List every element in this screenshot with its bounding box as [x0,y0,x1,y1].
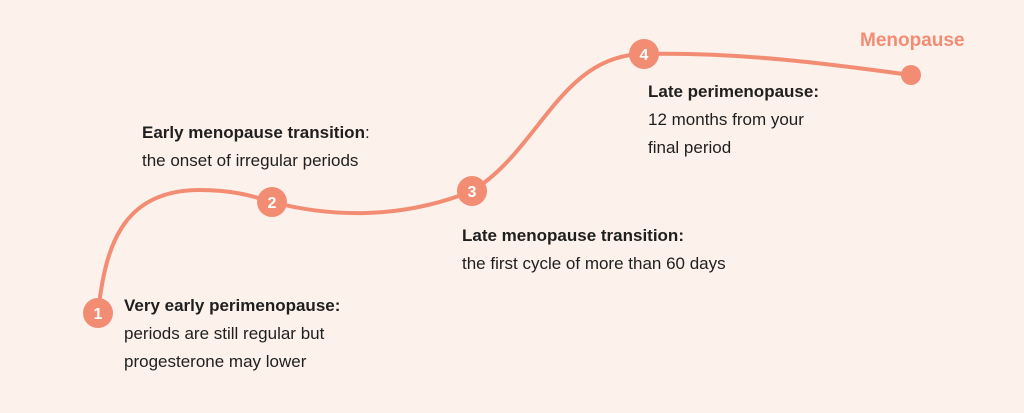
stage-marker-3-number: 3 [468,184,477,201]
stage-2-title-suffix: : [364,123,370,142]
stage-marker-4: 4 [629,39,659,69]
stage-marker-1-number: 1 [94,306,103,323]
stage-4-description-line-1: 12 months from your [648,110,804,129]
stage-label-3: Late menopause transition: the first cyc… [462,222,726,278]
stage-4-title: Late perimenopause: [648,82,819,101]
stage-1-title: Very early perimenopause: [124,296,341,315]
stage-1-description-line-2: progesterone may lower [124,352,307,371]
stage-marker-3: 3 [457,176,487,206]
stage-3-description-line-1: the first cycle of more than 60 days [462,254,726,273]
stage-2-title: Early menopause transition [142,123,365,142]
stage-1-description-line-1: periods are still regular but [124,324,325,343]
stage-marker-2-number: 2 [268,195,277,212]
timeline-curve [96,51,913,315]
stage-4-description-line-2: final period [648,138,732,157]
stage-3-title: Late menopause transition: [462,226,684,245]
stage-label-2: Early menopause transition: the onset of… [142,119,370,175]
stage-2-description-line-1: the onset of irregular periods [142,151,359,170]
end-point-label: Menopause [860,30,965,51]
stage-marker-2: 2 [257,187,287,217]
stage-label-4: Late perimenopause: 12 months from your … [648,78,819,162]
end-point-marker [901,65,921,85]
stage-label-1: Very early perimenopause: periods are st… [124,292,340,376]
stage-marker-4-number: 4 [640,47,649,64]
stage-marker-1: 1 [83,298,113,328]
